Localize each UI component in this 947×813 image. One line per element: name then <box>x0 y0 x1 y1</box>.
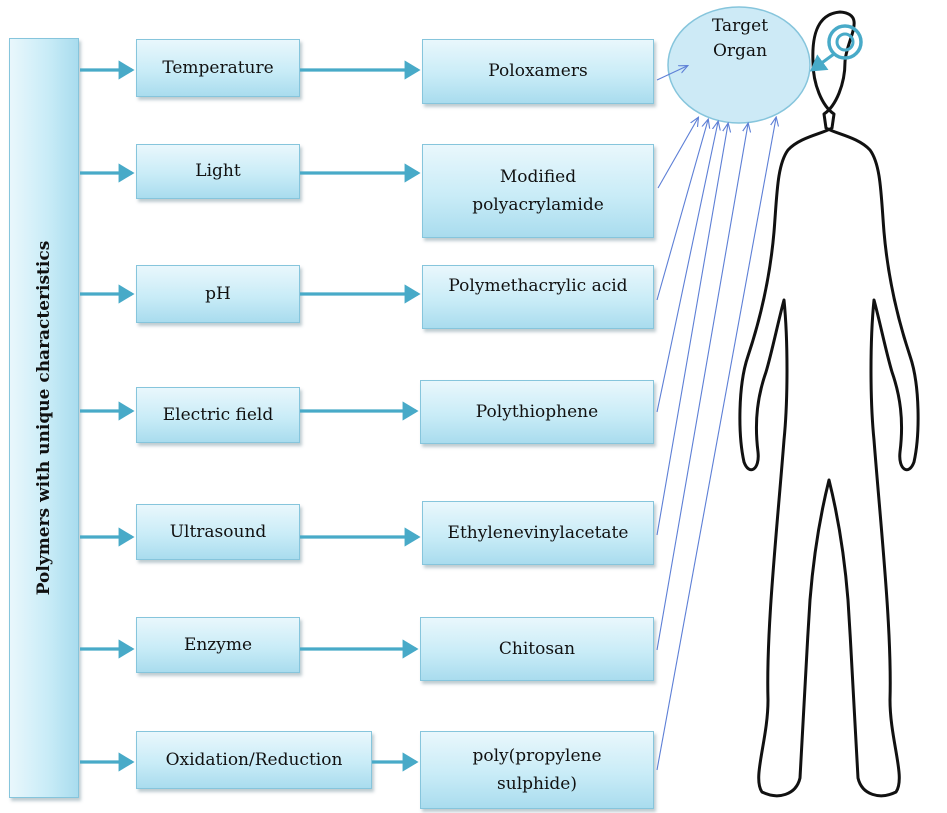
target-organ-line1: Target <box>680 14 800 39</box>
target-organ-label: Target Organ <box>680 14 800 63</box>
thin-arrow-polymethacrylic <box>657 120 708 300</box>
thin-arrow-eva <box>657 124 728 535</box>
stimulus-polymer-arrows <box>300 70 418 762</box>
sidebar-arrows <box>80 70 132 762</box>
thin-arrow-chitosan <box>657 124 748 650</box>
target-organ-line2: Organ <box>680 39 800 64</box>
human-figure-outline <box>740 12 918 796</box>
target-pointer-arrow <box>812 54 834 70</box>
